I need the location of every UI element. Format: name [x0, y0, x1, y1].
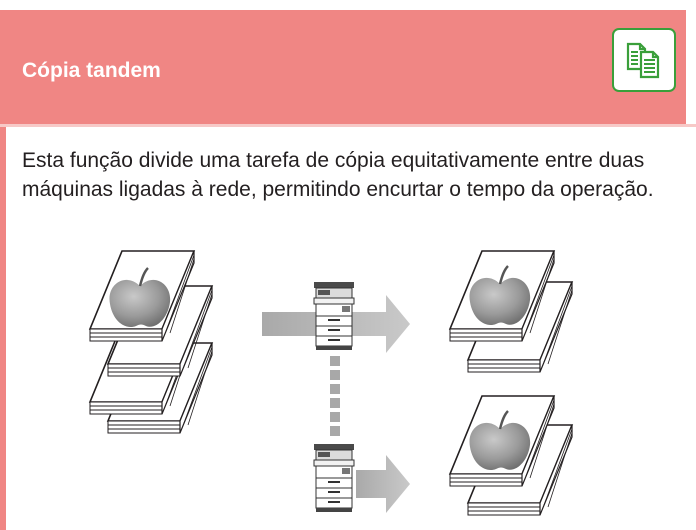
document-stack-icon	[449, 395, 573, 516]
copier-icon	[313, 281, 355, 351]
arrow-icon	[356, 455, 410, 513]
header-divider	[0, 124, 696, 127]
description-text: Esta função divide uma tarefa de cópia e…	[22, 149, 654, 201]
network-link-icon	[330, 356, 340, 436]
document-stack-icon	[449, 250, 573, 373]
copier-icon	[313, 443, 355, 513]
section-header: Cópia tandem	[0, 10, 686, 124]
tandem-copy-icon	[612, 28, 676, 92]
document-stack-icon	[89, 250, 213, 434]
page-title: Cópia tandem	[22, 59, 161, 82]
accent-bar	[0, 10, 6, 530]
